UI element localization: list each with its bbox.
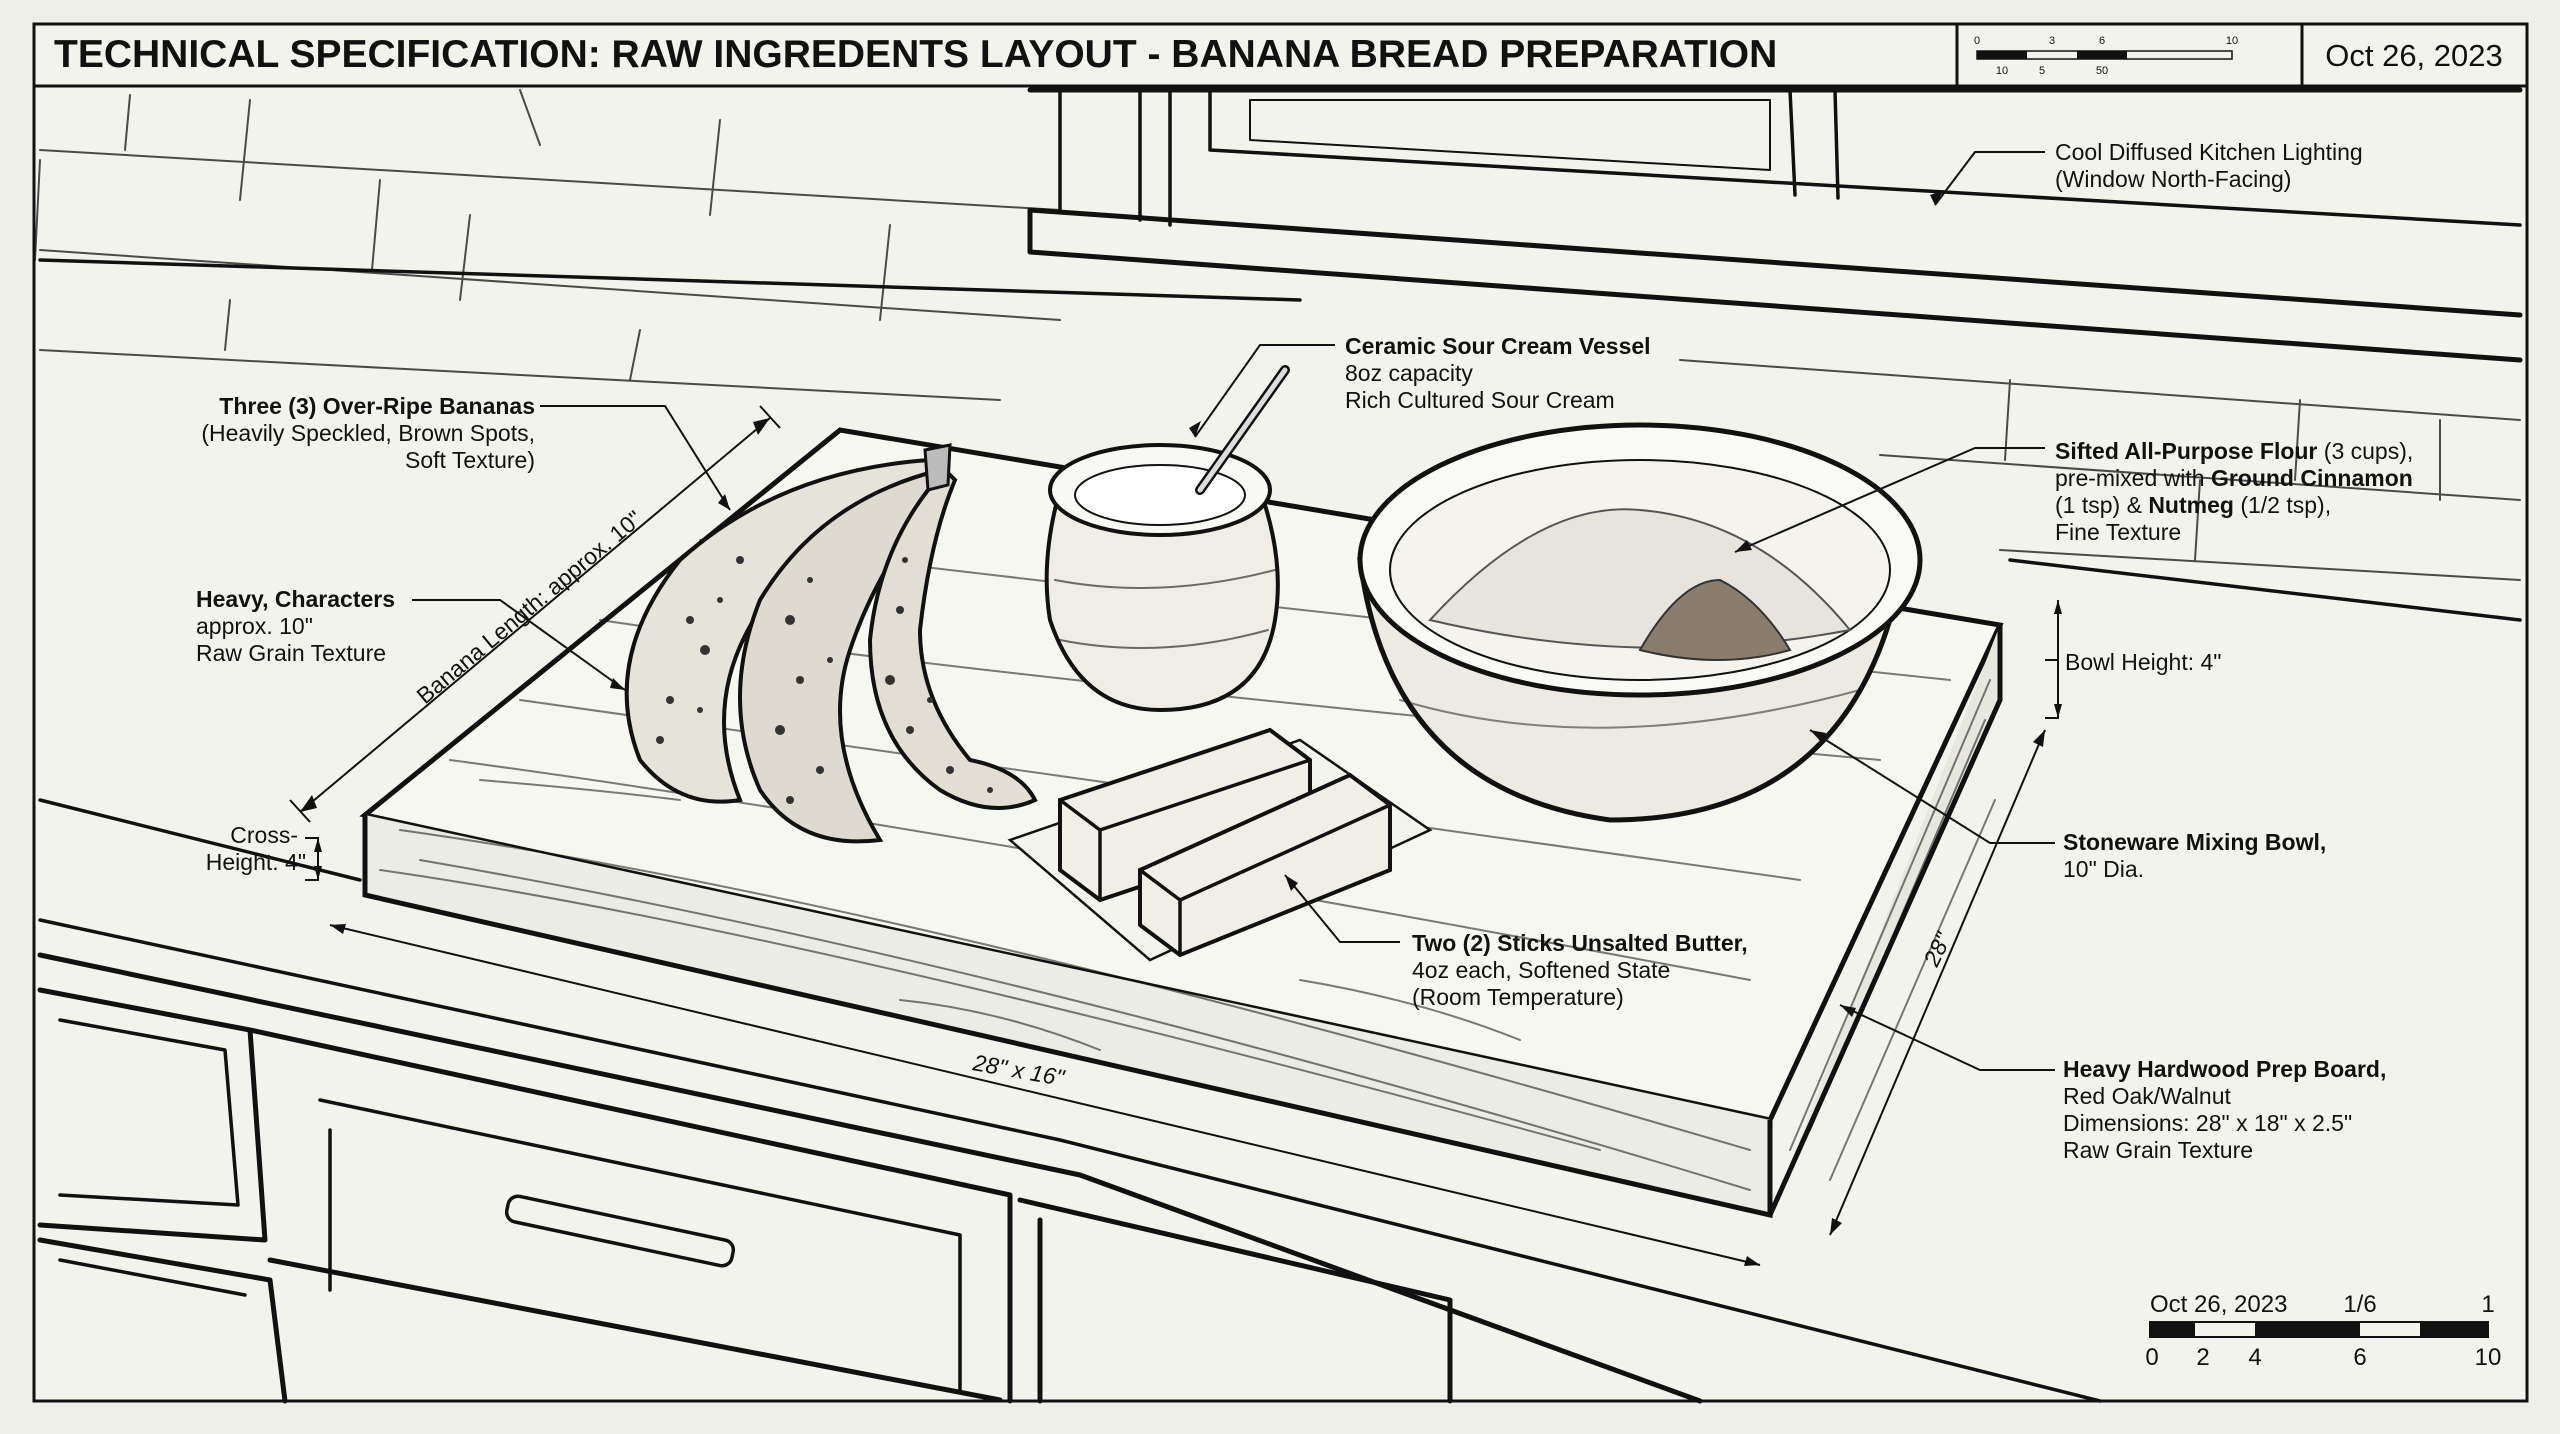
callout-lighting: Cool Diffused Kitchen Lighting (Window N… <box>2055 139 2363 192</box>
scale-tick: 4 <box>2248 1344 2261 1371</box>
footer-scale-bar: Oct 26, 2023 1/6 1 0 2 4 6 10 <box>2145 1291 2502 1371</box>
mixing-bowl-illustration <box>1357 422 1923 823</box>
lower-cabinets <box>37 987 1453 1404</box>
callout-text: (1/2 tsp), <box>2234 492 2331 518</box>
callout-line: Fine Texture <box>2055 519 2181 545</box>
callout-heavy-characters: Heavy, Characters approx. 10" Raw Grain … <box>196 586 395 666</box>
callout-cross-height: Cross- Height: 4" <box>206 822 306 875</box>
header-scale-tick: 0 <box>1974 35 1980 47</box>
tile-wall-right <box>1679 359 2522 622</box>
callout-line: 4oz each, Softened State <box>1412 957 1670 983</box>
callout-line: (1 tsp) & Nutmeg (1/2 tsp), <box>2055 492 2331 518</box>
bananas-illustration <box>624 443 1038 844</box>
callout-text: pre-mixed with <box>2055 465 2211 491</box>
scale-end-label: 1 <box>2481 1291 2494 1318</box>
callout-line: (Heavily Speckled, Brown Spots, <box>201 420 535 446</box>
callout-line: Height: 4" <box>206 849 306 875</box>
callout-title: Stoneware Mixing Bowl, <box>2063 829 2326 855</box>
callout-line: 10" Dia. <box>2063 856 2144 882</box>
title-block: TECHNICAL SPECIFICATION: RAW INGREDENTS … <box>32 22 2529 88</box>
callout-sour-cream: Ceramic Sour Cream Vessel 8oz capacity R… <box>1345 333 1651 413</box>
callout-bold: Nutmeg <box>2148 492 2234 518</box>
scale-ratio: 1/6 <box>2343 1291 2376 1318</box>
header-scale-tick: 10 <box>1996 65 2008 77</box>
callout-line: Soft Texture) <box>405 447 535 473</box>
header-date: Oct 26, 2023 <box>2325 38 2503 73</box>
callout-line: Red Oak/Walnut <box>2063 1083 2231 1109</box>
header-scale-tick: 3 <box>2049 35 2055 47</box>
callout-text: (1 tsp) & <box>2055 492 2148 518</box>
header-scale-tick: 50 <box>2096 65 2108 77</box>
header-scale-bar: 0 3 6 10 10 5 50 <box>1974 35 2238 77</box>
callout-title: Three (3) Over-Ripe Bananas <box>219 393 535 419</box>
callout-text: (3 cups), <box>2317 438 2413 464</box>
callout-bold: Sifted All-Purpose Flour <box>2055 438 2317 464</box>
scale-tick: 0 <box>2145 1344 2158 1371</box>
callout-line: 8oz capacity <box>1345 360 1473 386</box>
callout-flour: Sifted All-Purpose Flour (3 cups), pre-m… <box>2055 438 2413 545</box>
callout-prep-board: Heavy Hardwood Prep Board, Red Oak/Walnu… <box>2063 1056 2386 1163</box>
callout-line: approx. 10" <box>196 613 313 639</box>
callout-line: Cross- <box>230 822 298 848</box>
bowl-height-label: Bowl Height: 4" <box>2065 649 2221 675</box>
callout-title: Heavy, Characters <box>196 586 395 612</box>
callout-title: Two (2) Sticks Unsalted Butter, <box>1412 930 1748 956</box>
header-scale-tick: 10 <box>2226 35 2238 47</box>
callout-title: Heavy Hardwood Prep Board, <box>2063 1056 2386 1082</box>
callout-line: (Window North-Facing) <box>2055 166 2291 192</box>
countertop <box>37 258 2102 1404</box>
sour-cream-jar-illustration <box>1044 365 1290 713</box>
footer-date: Oct 26, 2023 <box>2150 1291 2287 1318</box>
callout-line: Raw Grain Texture <box>2063 1137 2253 1163</box>
callout-line: Dimensions: 28" x 18" x 2.5" <box>2063 1110 2352 1136</box>
callout-line: (Room Temperature) <box>1412 984 1624 1010</box>
callout-line: pre-mixed with Ground Cinnamon <box>2055 465 2413 491</box>
header-scale-tick: 5 <box>2039 65 2045 77</box>
window-frame <box>1027 87 2523 363</box>
callout-line: Rich Cultured Sour Cream <box>1345 387 1615 413</box>
scale-tick: 2 <box>2196 1344 2209 1371</box>
callout-bold: Ground Cinnamon <box>2211 465 2413 491</box>
scale-tick: 10 <box>2475 1344 2502 1371</box>
callout-title: Ceramic Sour Cream Vessel <box>1345 333 1651 359</box>
page-title: TECHNICAL SPECIFICATION: RAW INGREDENTS … <box>54 33 1777 76</box>
callout-butter: Two (2) Sticks Unsalted Butter, 4oz each… <box>1412 930 1748 1010</box>
callout-line: Cool Diffused Kitchen Lighting <box>2055 139 2363 165</box>
leader-lines <box>289 151 2062 1266</box>
callout-mixing-bowl: Stoneware Mixing Bowl, 10" Dia. <box>2063 829 2326 882</box>
butter-sticks-illustration <box>1007 727 1433 962</box>
callout-title: Sifted All-Purpose Flour (3 cups), <box>2055 438 2413 464</box>
header-scale-tick: 6 <box>2099 35 2105 47</box>
callout-line: Raw Grain Texture <box>196 640 386 666</box>
tile-backsplash <box>34 89 1061 401</box>
callout-bananas: Three (3) Over-Ripe Bananas (Heavily Spe… <box>201 393 535 473</box>
scale-tick: 6 <box>2353 1344 2366 1371</box>
